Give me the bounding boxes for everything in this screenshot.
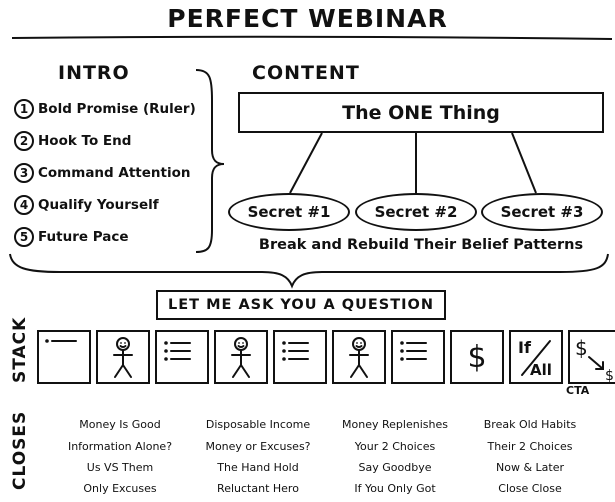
- single-line-icon: [37, 330, 91, 384]
- intro-heading: INTRO: [58, 62, 130, 84]
- secret-2-oval: Secret #2: [355, 193, 477, 231]
- close-item: Us VS Them: [86, 461, 154, 474]
- intro-item-label: Hook To End: [38, 133, 132, 149]
- intro-brace: [195, 69, 225, 253]
- stick-figure-icon: [214, 330, 268, 384]
- page-title: PERFECT WEBINAR: [167, 4, 448, 33]
- stack-label: STACK: [10, 316, 30, 383]
- question-box: LET ME ASK YOU A QUESTION: [156, 290, 446, 320]
- dollar-glyph: $: [467, 340, 486, 375]
- close-item: Their 2 Choices: [487, 440, 573, 453]
- secret-1-oval: Secret #1: [228, 193, 350, 231]
- close-item: Reluctant Hero: [217, 482, 299, 495]
- content-heading: CONTENT: [252, 62, 360, 84]
- close-item: Say Goodbye: [358, 461, 432, 474]
- one-thing-box: The ONE Thing: [238, 92, 604, 133]
- number-circle-icon: 4: [14, 195, 34, 215]
- stack-box: [568, 330, 615, 384]
- bottom-brace: [9, 253, 609, 289]
- connector-secret-3: [511, 132, 537, 194]
- close-item: Close Close: [498, 482, 562, 495]
- intro-item: 5 Future Pace: [14, 224, 129, 250]
- dollar-glyph: $: [575, 336, 588, 360]
- number-circle-icon: 1: [14, 99, 34, 119]
- number-circle-icon: 2: [14, 131, 34, 151]
- close-item: Your 2 Choices: [354, 440, 436, 453]
- close-item: Break Old Habits: [483, 418, 577, 431]
- stack-box: [37, 330, 91, 384]
- closes-label: CLOSES: [10, 410, 30, 490]
- close-item: Disposable Income: [205, 418, 311, 431]
- stick-figure-icon: [96, 330, 150, 384]
- intro-item-label: Future Pace: [38, 229, 129, 245]
- close-item: The Hand Hold: [217, 461, 299, 474]
- close-item: Money Replenishes: [342, 418, 448, 431]
- intro-item: 3 Command Attention: [14, 160, 191, 186]
- intro-item: 1 Bold Promise (Ruler): [14, 96, 196, 122]
- intro-item-label: Qualify Yourself: [38, 197, 159, 213]
- secret-3-oval: Secret #3: [481, 193, 603, 231]
- intro-item: 4 Qualify Yourself: [14, 192, 159, 218]
- stick-figure-icon: [332, 330, 386, 384]
- close-item: If You Only Got: [354, 482, 436, 495]
- connector-secret-1: [289, 132, 323, 194]
- cta-label: CTA: [566, 384, 590, 397]
- close-item: Now & Later: [496, 461, 564, 474]
- intro-item-label: Bold Promise (Ruler): [38, 101, 196, 117]
- stack-box: [391, 330, 445, 384]
- list-icon: [391, 330, 445, 384]
- number-circle-icon: 3: [14, 163, 34, 183]
- stack-box: [273, 330, 327, 384]
- close-item: Only Excuses: [83, 482, 157, 495]
- number-circle-icon: 5: [14, 227, 34, 247]
- stack-box: [155, 330, 209, 384]
- close-item: Money Is Good: [79, 418, 161, 431]
- intro-item: 2 Hook To End: [14, 128, 131, 154]
- dollar-glyph: $: [605, 368, 614, 384]
- close-item: Money or Excuses?: [205, 440, 311, 453]
- intro-item-label: Command Attention: [38, 165, 191, 181]
- stack-box: [450, 330, 504, 384]
- if-text: If: [518, 338, 532, 357]
- list-icon: [155, 330, 209, 384]
- belief-patterns-text: Break and Rebuild Their Belief Patterns: [258, 237, 584, 253]
- close-item: Information Alone?: [67, 440, 173, 453]
- list-icon: [273, 330, 327, 384]
- title-underline: [11, 35, 613, 40]
- dollar-arrow-icon: $$: [568, 330, 615, 384]
- dollar-icon: $: [450, 330, 504, 384]
- all-text: All: [530, 361, 552, 379]
